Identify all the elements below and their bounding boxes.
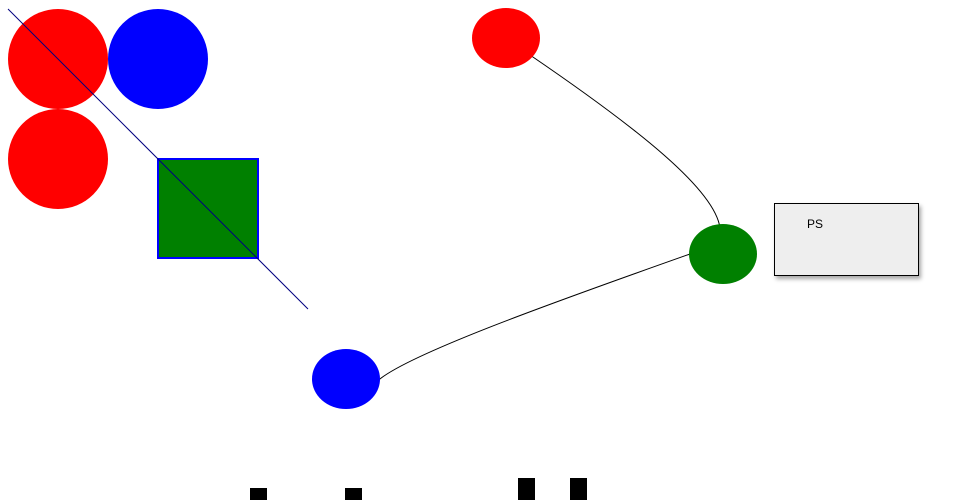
green-node[interactable] bbox=[689, 224, 757, 284]
note-label: PS bbox=[807, 217, 824, 231]
glyph-fragment bbox=[518, 478, 535, 500]
clipped-large-text bbox=[250, 478, 587, 500]
note-box[interactable]: PS bbox=[774, 203, 919, 276]
glyph-fragment bbox=[570, 478, 587, 500]
blue-node[interactable] bbox=[312, 349, 380, 409]
glyph-fragment bbox=[345, 488, 362, 500]
diagonal-line[interactable] bbox=[7, 8, 309, 310]
red-node[interactable] bbox=[472, 8, 540, 68]
connector-green-blue[interactable] bbox=[373, 253, 691, 386]
glyph-fragment bbox=[250, 488, 267, 500]
connector-red-green[interactable] bbox=[529, 54, 721, 229]
blue-circle-top[interactable] bbox=[108, 9, 208, 109]
red-circle-bottom-left[interactable] bbox=[8, 109, 108, 209]
